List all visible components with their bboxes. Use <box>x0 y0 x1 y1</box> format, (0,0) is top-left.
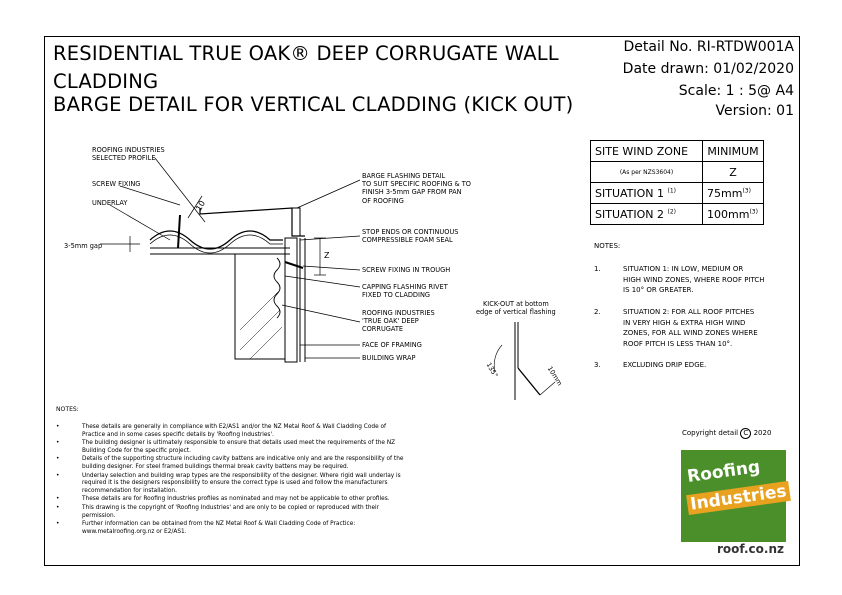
roofing-sheet <box>149 230 283 250</box>
label-wrap: BUILDING WRAP <box>362 354 416 362</box>
note-text: These details are for Roofing Industries… <box>82 496 390 503</box>
label-cladding: ROOFING INDUSTRIES 'TRUE OAK' DEEP CORRU… <box>362 309 435 334</box>
right-note-text: SITUATION 1: IN LOW, MEDIUM OR HIGH WIND… <box>623 265 765 294</box>
list-item: • The building designer is ultimately res… <box>56 440 436 455</box>
detail-number: Detail No. RI-RTDW001A <box>623 39 794 55</box>
list-item: • Details of the supporting structure inc… <box>56 456 436 471</box>
bullet-icon: • <box>56 504 60 511</box>
bullet-icon: • <box>56 496 60 503</box>
label-underlay: UNDERLAY <box>92 199 128 207</box>
label-gap: 3-5mm gap <box>64 242 103 250</box>
bullet-icon: • <box>56 521 60 528</box>
label-screw-fixing: SCREW FIXING <box>92 180 141 188</box>
title-line-3: BARGE DETAIL FOR VERTICAL CLADDING (KICK… <box>53 93 574 116</box>
logo-url: roof.co.nz <box>717 542 784 556</box>
label-screw-trough: SCREW FIXING IN TROUGH <box>362 266 451 274</box>
table-sub-value: Z <box>702 161 764 183</box>
note-text: This drawing is the copyright of 'Roofin… <box>82 504 380 519</box>
note-text: Further information can be obtained from… <box>82 521 356 535</box>
note-text: Underlay selection and building wrap typ… <box>82 472 401 494</box>
bullet-icon: • <box>56 456 60 463</box>
title-line-2: CLADDING <box>53 70 159 93</box>
list-item: • Further information can be obtained fro… <box>56 521 436 536</box>
bullet-icon: • <box>56 440 60 447</box>
dim-z: Z <box>324 251 330 260</box>
label-framing: FACE OF FRAMING <box>362 341 422 349</box>
table-sub-note: (As per NZS3604) <box>590 161 703 183</box>
list-item: • These details are generally in complian… <box>56 424 436 439</box>
right-note-num: 1. <box>594 265 601 273</box>
title-line-1: RESIDENTIAL TRUE OAK® DEEP CORRUGATE WAL… <box>53 42 559 65</box>
list-item: • This drawing is the copyright of 'Roofi… <box>56 505 436 520</box>
drawing-frame <box>44 36 800 566</box>
roofing-industries-logo: Roofing Industries roof.co.nz <box>681 450 791 560</box>
table-header-zone: SITE WIND ZONE <box>590 140 703 162</box>
bullet-icon: • <box>56 424 60 430</box>
right-note-text: EXCLUDING DRIP EDGE. <box>623 361 707 369</box>
label-barge-flashing: BARGE FLASHING DETAIL TO SUIT SPECIFIC R… <box>362 172 471 205</box>
date-drawn: Date drawn: 01/02/2020 <box>622 61 794 77</box>
list-item: • These details are for Roofing Industrie… <box>56 496 436 504</box>
right-note-text: SITUATION 2: FOR ALL ROOF PITCHES IN VER… <box>623 308 758 348</box>
copyright-icon: C <box>740 428 752 439</box>
list-item: • Underlay selection and building wrap ty… <box>56 473 436 496</box>
scale: Scale: 1 : 5@ A4 <box>678 83 794 99</box>
version: Version: 01 <box>715 103 794 119</box>
note-text: The building designer is ultimately resp… <box>82 440 396 454</box>
framing <box>284 237 298 363</box>
table-row: SITUATION 1 (1) 75mm(3) <box>590 182 764 204</box>
bottom-notes-heading: NOTES: <box>56 406 79 413</box>
label-capping: CAPPING FLASHING RIVET FIXED TO CLADDING <box>362 283 448 300</box>
note-text: These details are generally in complianc… <box>82 424 387 438</box>
label-roofing-profile: ROOFING INDUSTRIES SELECTED PROFILE <box>92 146 165 163</box>
label-stop-ends: STOP ENDS OR CONTINUOUS COMPRESSIBLE FOA… <box>362 228 459 245</box>
right-note-num: 2. <box>594 308 601 316</box>
table-row: SITUATION 2 (2) 100mm(3) <box>590 203 764 225</box>
note-text: Details of the supporting structure incl… <box>82 456 404 470</box>
bottom-notes-list: • These details are generally in complian… <box>56 424 436 537</box>
right-note-num: 3. <box>594 361 601 369</box>
bullet-icon: • <box>56 472 60 479</box>
right-notes-heading: NOTES: <box>594 242 621 250</box>
vertical-cladding <box>273 257 281 319</box>
table-header-minimum: MINIMUM <box>702 140 764 162</box>
copyright-label: Copyright detail C 2020 <box>682 428 772 439</box>
kickout-detail <box>493 322 556 400</box>
label-kickout: KICK-OUT at bottom edge of vertical flas… <box>476 300 556 317</box>
wind-zone-table: SITE WIND ZONE MINIMUM (As per NZS3604) … <box>590 140 764 225</box>
